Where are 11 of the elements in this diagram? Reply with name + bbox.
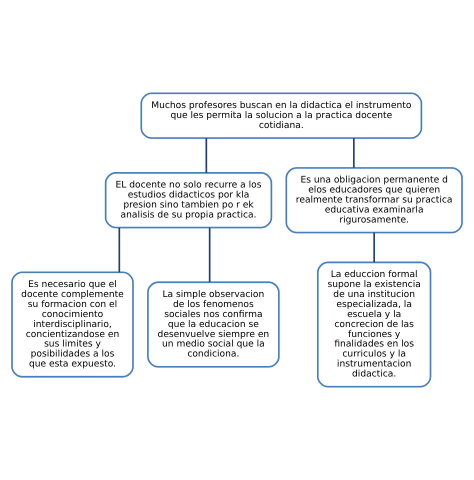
connector — [353, 138, 355, 168]
node-box: Muchos profesores buscan en la didactica el instrumento que les permita la solucion a la practica docente cotidiana. — [140, 92, 422, 139]
connector — [206, 138, 208, 173]
node-box: Es necesario que el docente complemente su formacion con el conocimiento interdisciplinario, concientizandose en sus limites y posibilidades a los que esta expuesto. — [11, 272, 134, 378]
connector — [118, 228, 120, 272]
node-box: La simple observacion de los fenomenos sociales nos confirma que la educacion se desenvuelve siempre en un medio social que la condiciona. — [147, 281, 280, 368]
node-box: EL docente no solo recurre a los estudios didacticos por kla presion sino tambien po r ek analisis de su propia practica. — [104, 172, 272, 228]
connector — [373, 232, 375, 262]
connector — [208, 228, 210, 282]
node-box: Es una obligacion permanente d elos educadores que quieren realmente transformar su practica educativa examinarla rigurosamente. — [285, 167, 463, 234]
node-box: La educcion formal supone la existencia de una institucion especializada, la escuela y la concrecion de las funciones y finalidades en los curriculos y la instrumentacion didactica. — [316, 262, 432, 388]
